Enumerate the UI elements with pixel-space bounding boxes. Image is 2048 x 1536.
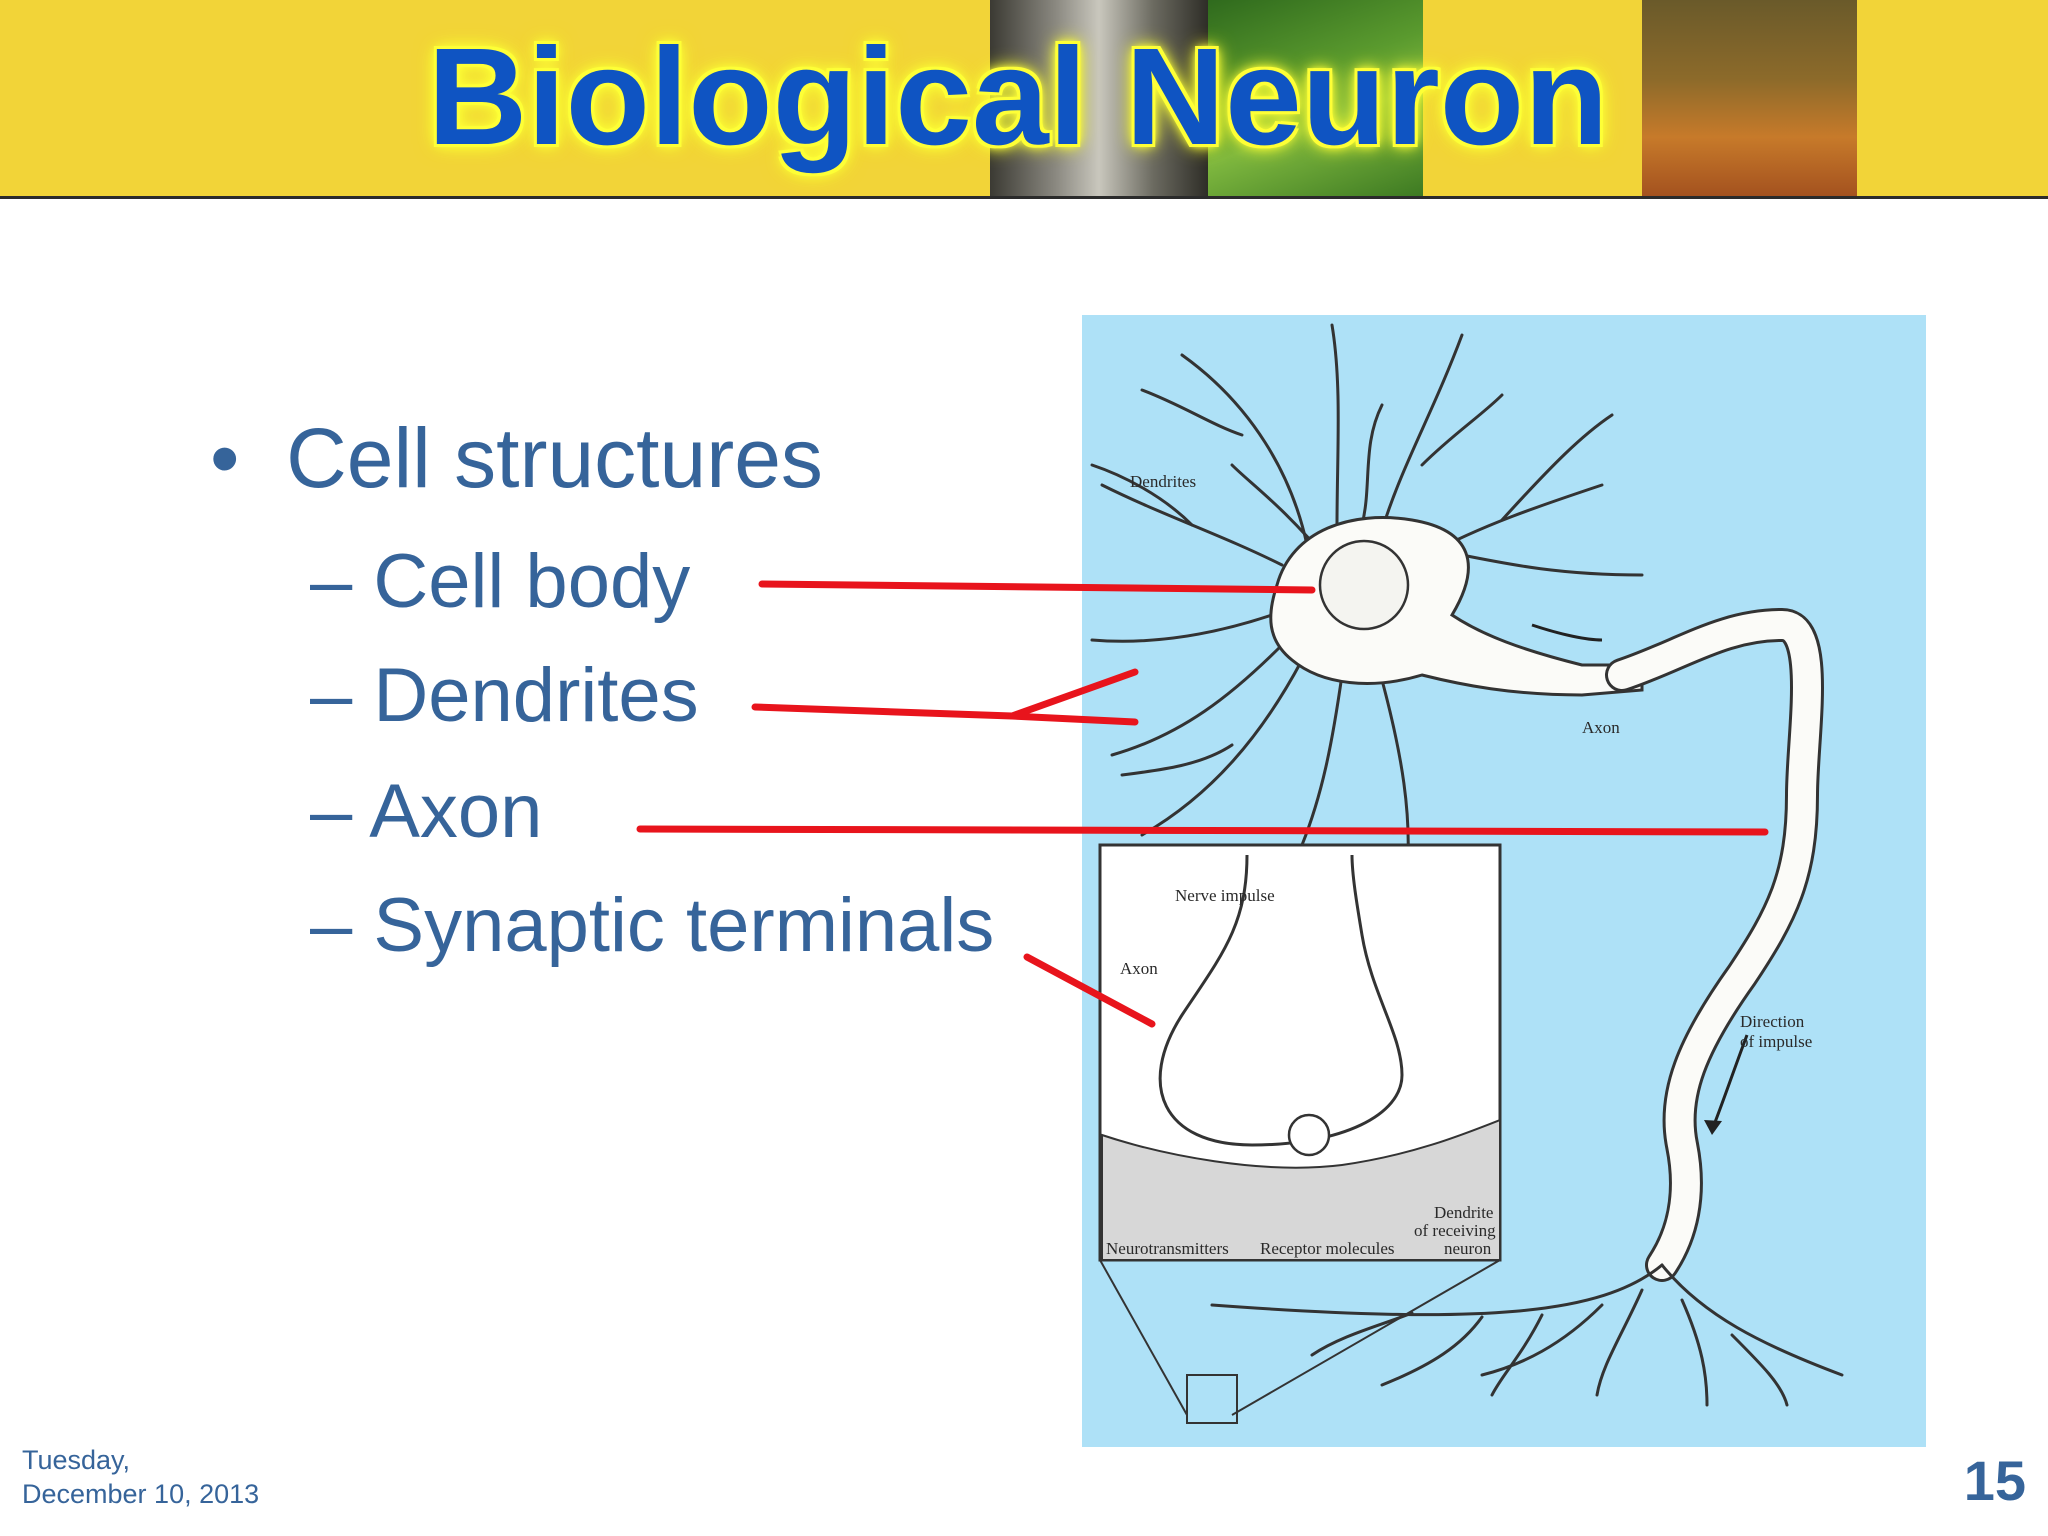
header-photo-fields — [1208, 0, 1423, 196]
slide-title: Biological Neuron — [427, 20, 1609, 174]
label-direction-line2: of impulse — [1740, 1032, 1812, 1051]
sub-bullet-text: Axon — [369, 769, 543, 854]
label-nerve-impulse: Nerve impulse — [1175, 886, 1275, 905]
impulse-direction-arrowhead — [1704, 1120, 1722, 1135]
label-inset-axon: Axon — [1120, 959, 1158, 978]
label-dendrite-line1: Dendrite — [1434, 1203, 1493, 1222]
label-axon: Axon — [1582, 718, 1620, 737]
sub-bullet-dendrites: – Dendrites — [310, 653, 699, 738]
label-dendrite-line3: neuron — [1444, 1239, 1492, 1258]
sub-bullet-text: Cell body — [373, 539, 691, 624]
bullet-main: • Cell structures — [210, 410, 823, 507]
neuron-illustration: Dendrites Axon Direction of impulse Nerv… — [1090, 323, 1844, 1424]
axon-core — [1608, 610, 1821, 1279]
sub-bullet-cell-body: – Cell body — [310, 539, 691, 624]
label-dendrites: Dendrites — [1130, 472, 1196, 491]
footer-date: Tuesday, December 10, 2013 — [22, 1443, 259, 1511]
postsynaptic-membrane — [1101, 1118, 1501, 1261]
header-band — [0, 0, 2048, 199]
inset-connector-right — [1231, 1259, 1501, 1416]
footer-date-line2: December 10, 2013 — [22, 1479, 260, 1509]
sub-bullet-synaptic-terminals: – Synaptic terminals — [310, 883, 995, 968]
nucleus — [1318, 539, 1410, 631]
axon-terminal-branches — [1210, 1263, 1844, 1407]
synaptic-vesicle — [1287, 1113, 1331, 1157]
page-number: 15 — [1963, 1449, 2026, 1512]
bullet-main-text: Cell structures — [286, 411, 823, 505]
sub-bullet-axon: – Axon — [310, 769, 543, 854]
synapse-location-box — [1186, 1374, 1238, 1424]
label-neurotransmitters: Neurotransmitters — [1106, 1239, 1229, 1258]
label-dendrite-line2: of receiving — [1414, 1221, 1496, 1240]
sub-bullet-text: Dendrites — [373, 653, 699, 738]
sub-bullet-text: Synaptic terminals — [373, 883, 995, 968]
label-receptor-molecules: Receptor molecules — [1260, 1239, 1395, 1258]
label-direction-line1: Direction — [1740, 1012, 1805, 1031]
footer-date-line1: Tuesday, — [22, 1445, 131, 1475]
dendrite-branches — [1090, 323, 1644, 877]
header-photo-tree — [1642, 0, 1857, 196]
header-spacer — [1423, 0, 1642, 196]
header-photo-waterfall — [990, 0, 1208, 196]
bullet-dot: • — [210, 411, 287, 505]
neuron-figure: Dendrites Axon Direction of impulse Nerv… — [1082, 315, 1926, 1447]
myelinated-axon — [1605, 607, 1824, 1282]
axon-flow-arrow — [1531, 623, 1603, 642]
inset-connector-left — [1099, 1259, 1188, 1416]
